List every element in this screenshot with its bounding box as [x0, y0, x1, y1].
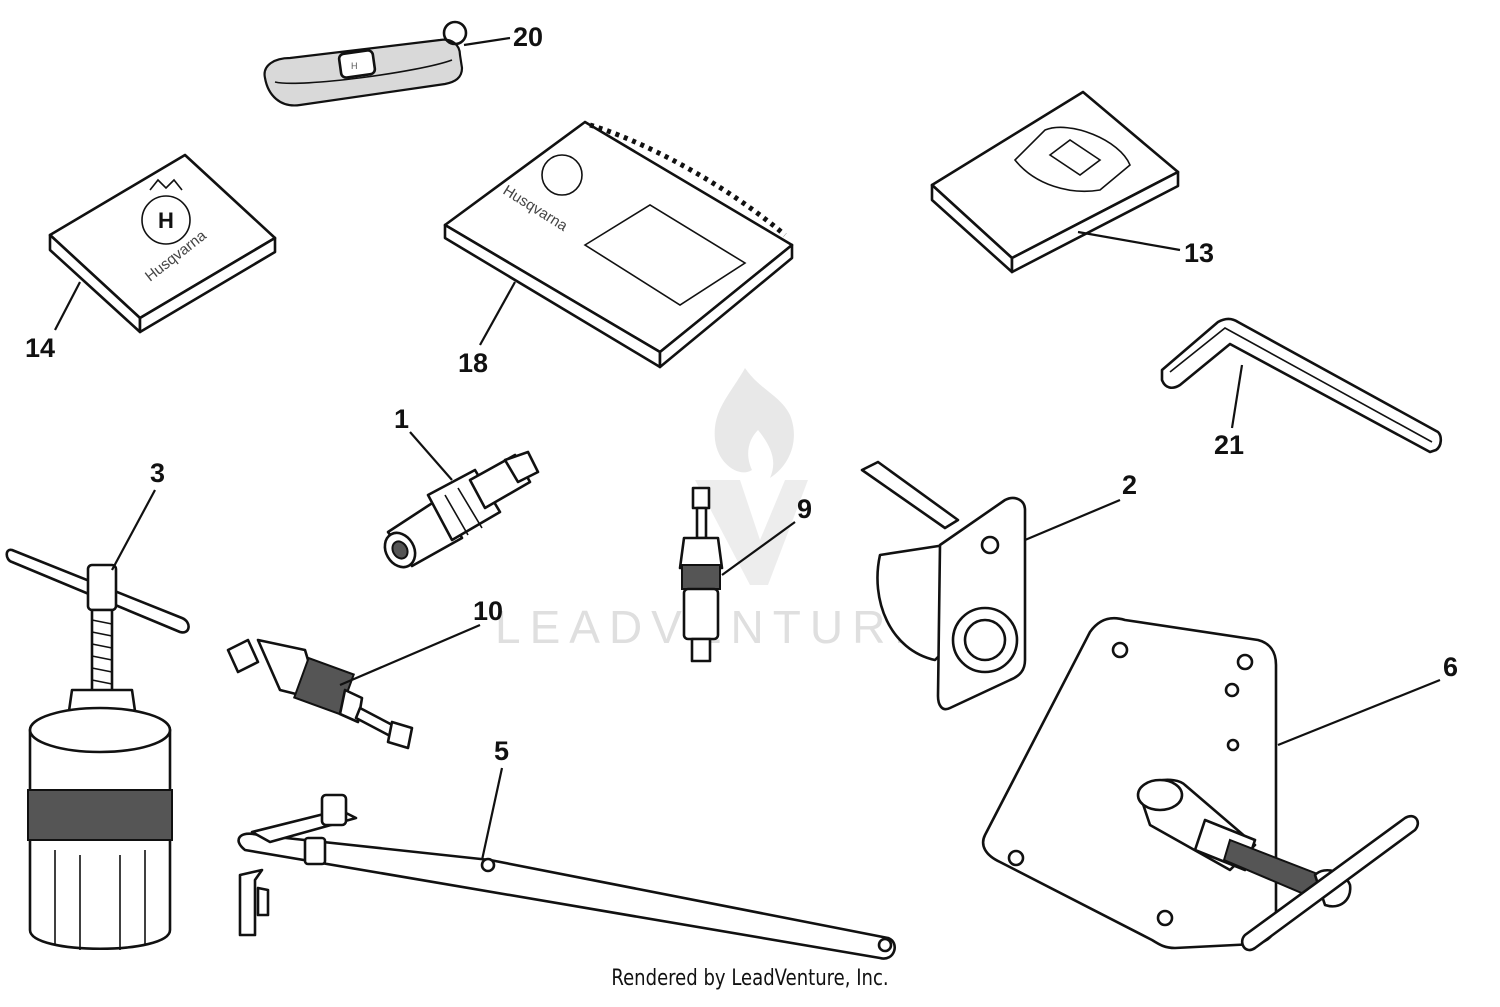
- leader-3: [111, 489, 156, 571]
- leader-5: [480, 767, 504, 861]
- part-20-key-fob: H: [263, 20, 468, 107]
- callout-2: 2: [1122, 470, 1137, 500]
- part-14-manual-book: H Husqvarna: [48, 153, 277, 334]
- leader-2: [1024, 498, 1121, 542]
- book-logo-letter: H: [158, 208, 174, 233]
- callout-14: 14: [25, 333, 55, 363]
- leader-6: [1277, 678, 1441, 747]
- part-21-hex-key: [1160, 317, 1443, 454]
- leader-21: [1230, 364, 1244, 429]
- leader-18: [479, 281, 516, 346]
- callout-6: 6: [1443, 652, 1458, 682]
- part-18-spiral-notebook: Husqvarna: [443, 120, 794, 369]
- part-6-press-plate: [981, 616, 1420, 952]
- callout-3: 3: [150, 458, 165, 488]
- callout-18: 18: [458, 348, 488, 378]
- leader-14: [54, 281, 81, 331]
- watermark-v-icon: [695, 480, 808, 585]
- callout-10: 10: [473, 596, 503, 626]
- leader-10: [339, 623, 481, 687]
- leader-13: [1077, 230, 1181, 252]
- callout-21: 21: [1214, 430, 1244, 460]
- leader-9: [721, 521, 796, 576]
- footer-credit: Rendered by LeadVenture, Inc.: [611, 966, 889, 991]
- watermark-flame-icon: [714, 368, 794, 478]
- key-fob-logo-letter: H: [351, 61, 358, 71]
- leader-1: [409, 431, 453, 481]
- leader-20: [463, 36, 511, 47]
- part-10-threaded-tool: [226, 638, 414, 750]
- part-9-plug-tool: [678, 486, 724, 663]
- part-1-adapter-fitting: [383, 450, 540, 569]
- callout-1: 1: [394, 404, 409, 434]
- part-2-flywheel-plate: [860, 460, 1027, 711]
- leader-lines: [54, 36, 1441, 861]
- callout-5: 5: [494, 736, 509, 766]
- part-13-booklet: [930, 90, 1180, 274]
- callout-13: 13: [1184, 238, 1214, 268]
- part-3-puller: [5, 548, 190, 951]
- part-5-holder-bar: [237, 793, 896, 960]
- callout-9: 9: [797, 494, 812, 524]
- callout-labels: 20 14 18 13 21 1 3 9 10 2 6 5: [25, 22, 1458, 766]
- callout-20: 20: [513, 22, 543, 52]
